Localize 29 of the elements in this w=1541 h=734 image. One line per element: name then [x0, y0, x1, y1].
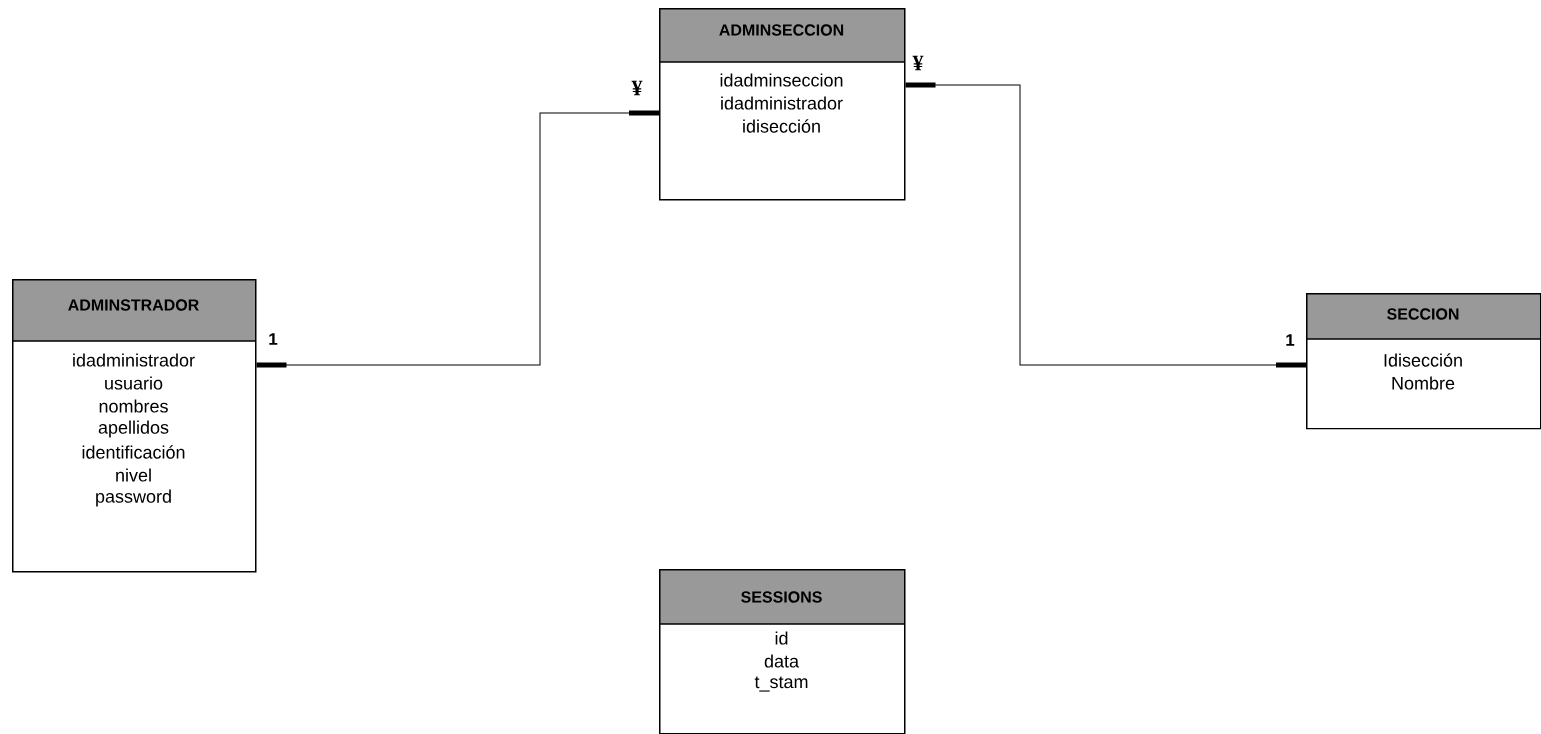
table-header: SECCION: [1387, 308, 1459, 320]
table-header: ADMINSECCION: [719, 24, 844, 36]
cardinality-symbol: ¥: [631, 80, 643, 96]
field-name: nombres: [99, 399, 168, 413]
entity-table: [11, 279, 257, 573]
cardinality-label: 1: [269, 333, 278, 345]
field-name: idadministrador: [73, 353, 195, 367]
table-header: ADMINSTRADOR: [68, 299, 199, 311]
field-name: idisección: [743, 119, 820, 133]
field-name: t_stam: [754, 676, 808, 692]
entity-table: [658, 569, 906, 734]
field-name: Idisección: [1384, 353, 1462, 367]
entity-table: [1305, 293, 1541, 430]
field-name: data: [764, 654, 799, 668]
field-name: apellidos: [98, 420, 169, 438]
table-header: SESSIONS: [741, 591, 822, 603]
field-name: nivel: [116, 468, 151, 482]
field-name: idadminseccion: [720, 73, 843, 87]
field-name: Nombre: [1392, 376, 1455, 390]
cardinality-symbol: ¥: [912, 55, 924, 71]
field-name: usuario: [105, 376, 163, 390]
field-name: id: [775, 631, 788, 645]
relationship-line: [905, 82, 1306, 368]
entity-table: [658, 8, 906, 201]
field-name: identificación: [82, 445, 185, 459]
field-name: password: [96, 489, 171, 507]
field-name: idadministrador: [721, 96, 843, 110]
cardinality-label: 1: [1286, 334, 1295, 346]
relationship-line: [256, 110, 659, 368]
